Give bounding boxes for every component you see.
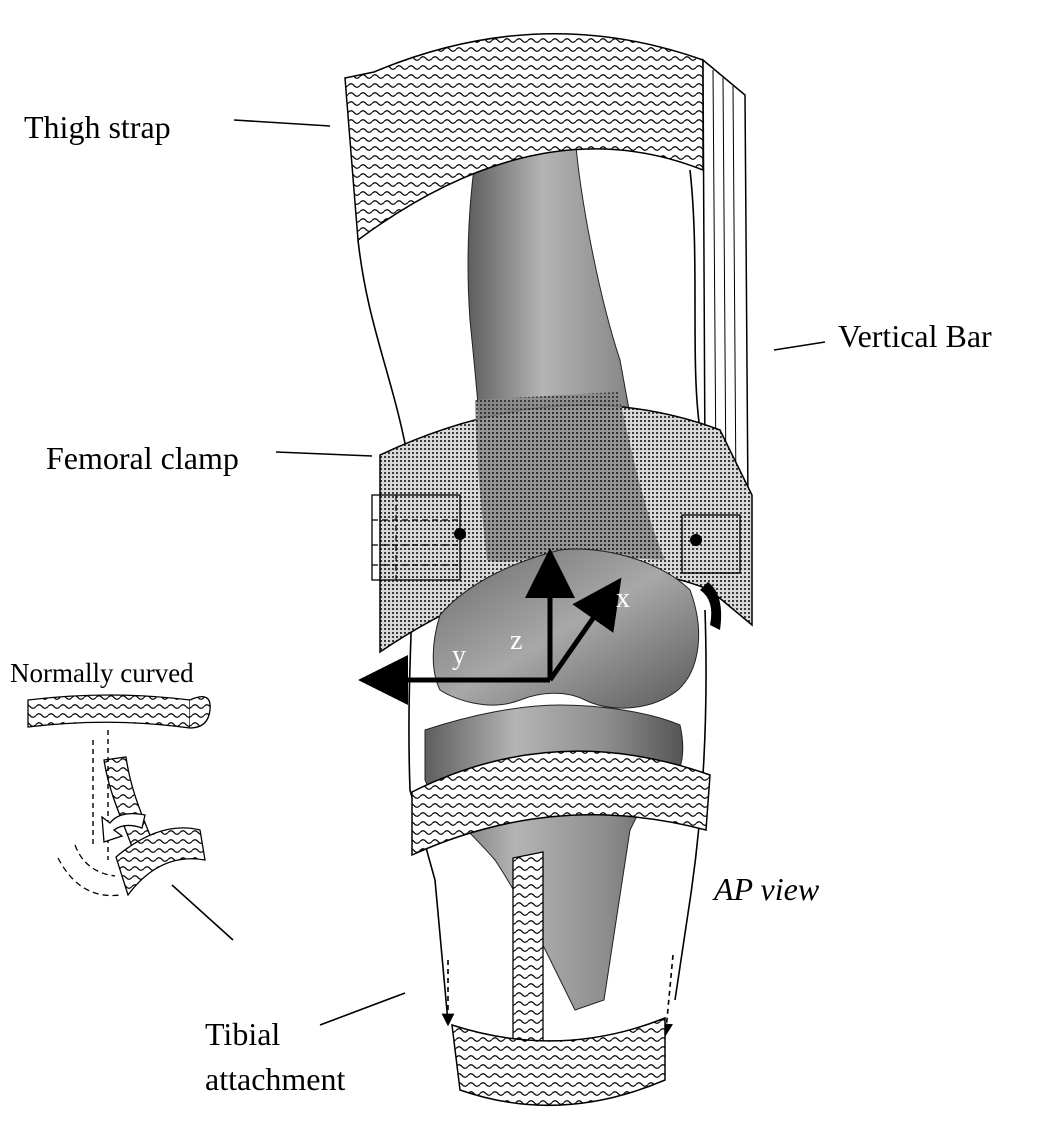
tibia-bone (425, 705, 683, 1010)
label-femoral-clamp: Femoral clamp (46, 440, 239, 476)
label-normally-curved: Normally curved (10, 658, 194, 688)
axis-y-label: y (452, 640, 466, 671)
label-tibial-line1: Tibial (205, 1016, 280, 1052)
label-tibial-line2: attachment (205, 1061, 345, 1097)
label-ap-view: AP view (712, 871, 820, 907)
tibial-vertical-strip (513, 852, 543, 1070)
label-thigh-strap: Thigh strap (24, 109, 171, 145)
axis-z-label: z (510, 625, 522, 656)
axis-x-label: x (616, 583, 630, 614)
label-vertical-bar: Vertical Bar (838, 318, 992, 354)
curved-attachment-inset (28, 695, 210, 896)
tibial-lower-cuff (452, 1018, 665, 1105)
